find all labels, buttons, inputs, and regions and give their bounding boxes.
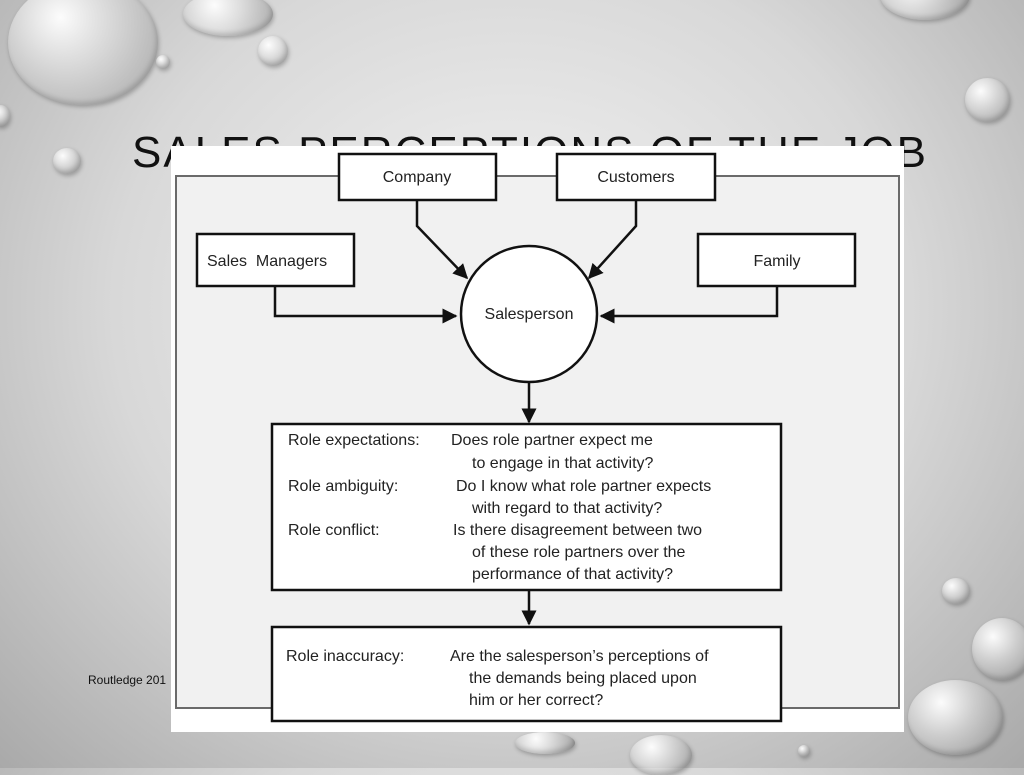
company-box <box>337 152 498 202</box>
role-ambiguity-label: Role ambiguity: <box>288 478 398 495</box>
role-inaccuracy-line3: him or her correct? <box>469 692 603 709</box>
arrow-customers-to-salesperson <box>587 200 638 280</box>
role-conflict-line3: performance of that activity? <box>472 566 673 583</box>
role-inaccuracy-label: Role inaccuracy: <box>286 648 404 665</box>
role-perception-diagram: Company Customers Sales Managers Family … <box>171 146 904 732</box>
droplet-decoration <box>258 36 288 66</box>
droplet-decoration <box>8 0 158 105</box>
role-conflict-label: Role conflict: <box>288 522 380 539</box>
droplet-decoration <box>0 105 10 127</box>
family-label: Family <box>753 253 800 270</box>
role-inaccuracy-line1: Are the salesperson’s perceptions of <box>450 648 709 665</box>
role-conflict-line1: Is there disagreement between two <box>453 522 702 539</box>
customers-label: Customers <box>597 169 674 186</box>
droplet-decoration <box>53 148 81 174</box>
sales-managers-box <box>195 232 356 288</box>
droplet-decoration <box>183 0 273 36</box>
droplet-decoration <box>515 732 575 754</box>
droplet-decoration <box>880 0 970 20</box>
arrow-managers-to-salesperson <box>273 286 458 324</box>
role-inaccuracy-line2: the demands being placed upon <box>469 670 697 687</box>
droplet-decoration <box>965 78 1010 122</box>
slide-credit: Routledge 201 <box>88 673 167 687</box>
arrow-company-to-salesperson <box>415 200 469 280</box>
role-expectations-label: Role expectations: <box>288 432 420 449</box>
droplet-decoration <box>156 55 170 69</box>
droplet-decoration <box>908 680 1003 755</box>
sales-managers-label: Sales Managers <box>207 253 327 270</box>
role-ambiguity-line2: with regard to that activity? <box>471 500 662 517</box>
company-label: Company <box>383 169 451 186</box>
role-inaccuracy-box <box>270 625 783 723</box>
role-ambiguity-line1: Do I know what role partner expects <box>456 478 711 495</box>
customers-box <box>555 152 717 202</box>
role-conflict-line2: of these role partners over the <box>472 544 686 561</box>
role-expectations-line1: Does role partner expect me <box>451 432 653 449</box>
role-definitions-box <box>270 422 783 592</box>
salesperson-circle <box>459 244 599 384</box>
droplet-decoration <box>630 735 692 775</box>
role-expectations-line2: to engage in that activity? <box>472 455 654 472</box>
droplet-decoration <box>798 745 810 757</box>
salesperson-label: Salesperson <box>485 306 574 323</box>
family-box <box>696 232 857 288</box>
arrow-family-to-salesperson <box>599 286 779 324</box>
droplet-decoration <box>972 618 1024 680</box>
droplet-decoration <box>942 578 970 604</box>
